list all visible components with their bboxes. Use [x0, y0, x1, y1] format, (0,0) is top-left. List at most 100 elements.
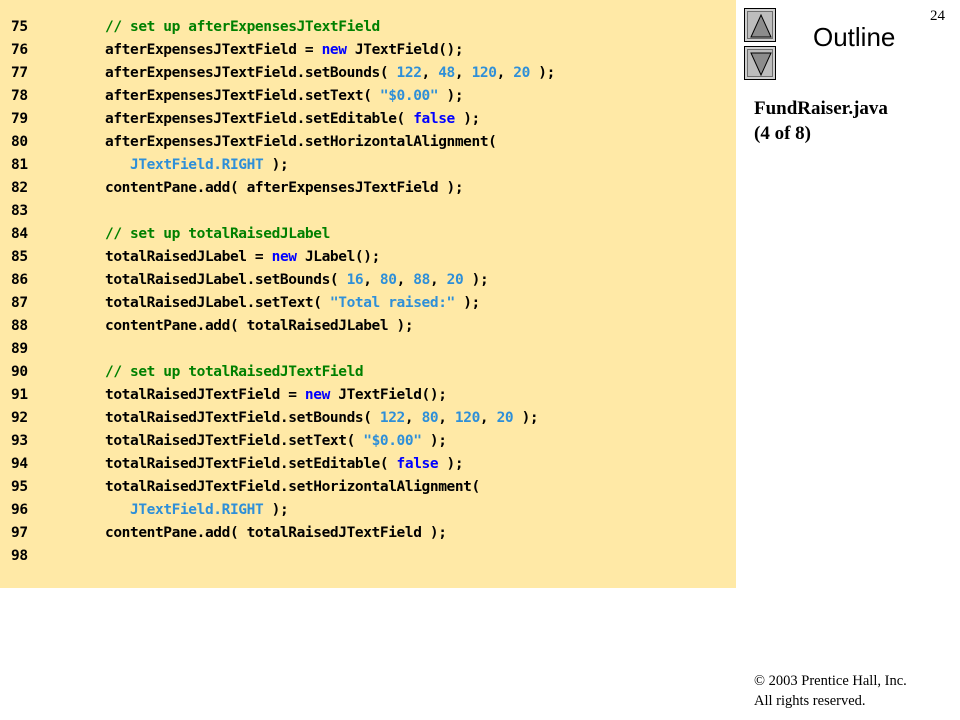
- code-text: contentPane.add( totalRaisedJTextField )…: [105, 522, 447, 545]
- code-token: afterExpensesJTextField =: [105, 42, 322, 58]
- code-token: ,: [496, 65, 514, 81]
- code-token: afterExpensesJTextField.setHorizontalAli…: [105, 134, 497, 150]
- code-token: totalRaisedJTextField.setEditable(: [105, 456, 397, 472]
- code-token: JTextField.RIGHT: [130, 502, 264, 518]
- code-token: contentPane.add( afterExpensesJTextField…: [105, 180, 464, 196]
- code-text: afterExpensesJTextField = new JTextField…: [105, 39, 464, 62]
- line-number: 75: [11, 19, 28, 35]
- code-token: );: [263, 502, 289, 518]
- code-text: // set up totalRaisedJTextField: [105, 361, 364, 384]
- line-number: 97: [11, 525, 28, 541]
- code-text: totalRaisedJTextField.setHorizontalAlign…: [105, 476, 480, 499]
- code-token: totalRaisedJTextField.setText(: [105, 433, 364, 449]
- code-token: // set up afterExpensesJTextField: [105, 19, 380, 35]
- previous-slide-button[interactable]: [744, 8, 776, 42]
- line-number: 78: [11, 88, 28, 104]
- line-number: 90: [11, 364, 28, 380]
- code-text: contentPane.add( afterExpensesJTextField…: [105, 177, 464, 200]
- line-number: 94: [11, 456, 28, 472]
- code-token: contentPane.add( totalRaisedJTextField )…: [105, 525, 447, 541]
- code-token: new: [271, 249, 297, 265]
- code-token: );: [438, 456, 464, 472]
- code-token: 20: [446, 272, 464, 288]
- code-token: 20: [496, 410, 514, 426]
- code-token: afterExpensesJTextField.setText(: [105, 88, 380, 104]
- code-text: totalRaisedJTextField = new JTextField()…: [105, 384, 447, 407]
- code-text: // set up afterExpensesJTextField: [105, 16, 380, 39]
- line-number: 92: [11, 410, 28, 426]
- code-token: 122: [379, 410, 405, 426]
- code-token: totalRaisedJTextField.setHorizontalAlign…: [105, 479, 480, 495]
- code-token: );: [421, 433, 447, 449]
- line-number: 79: [11, 111, 28, 127]
- code-token: // set up totalRaisedJTextField: [105, 364, 364, 380]
- slide-number: 24: [930, 8, 945, 24]
- code-token: 80: [421, 410, 439, 426]
- code-token: 120: [471, 65, 497, 81]
- code-token: );: [513, 410, 539, 426]
- code-text: JTextField.RIGHT );: [105, 499, 289, 522]
- next-slide-button[interactable]: [744, 46, 776, 80]
- line-number: 82: [11, 180, 28, 196]
- code-token: 16: [346, 272, 364, 288]
- code-token: afterExpensesJTextField.setBounds(: [105, 65, 397, 81]
- code-token: JLabel();: [296, 249, 380, 265]
- line-number: 83: [11, 203, 28, 219]
- code-token: );: [454, 111, 480, 127]
- code-token: 88: [413, 272, 430, 288]
- code-token: );: [529, 65, 555, 81]
- code-token: false: [396, 456, 439, 472]
- line-number: 86: [11, 272, 28, 288]
- code-token: totalRaisedJLabel =: [105, 249, 272, 265]
- code-token: ,: [438, 410, 455, 426]
- line-number: 87: [11, 295, 28, 311]
- outline-title: Outline: [813, 22, 896, 52]
- line-number: 93: [11, 433, 28, 449]
- code-token: "$0.00": [379, 88, 439, 104]
- code-token: JTextField();: [346, 42, 464, 58]
- code-token: totalRaisedJLabel.setBounds(: [105, 272, 347, 288]
- code-token: "$0.00": [363, 433, 422, 449]
- down-arrow-icon: [750, 52, 772, 76]
- code-token: ,: [396, 272, 414, 288]
- line-number: 76: [11, 42, 28, 58]
- code-listing-panel: 75 // set up afterExpensesJTextField 76 aft…: [0, 0, 736, 588]
- code-token: JTextField.RIGHT: [130, 157, 264, 173]
- code-text: afterExpensesJTextField.setBounds( 122, …: [105, 62, 555, 85]
- file-name-caption: FundRaiser.java: [754, 98, 888, 119]
- code-token: );: [463, 272, 489, 288]
- code-token: 80: [379, 272, 397, 288]
- code-token: ,: [421, 65, 439, 81]
- code-text: // set up totalRaisedJLabel: [105, 223, 330, 246]
- code-text: afterExpensesJTextField.setText( "$0.00"…: [105, 85, 464, 108]
- code-token: ,: [454, 65, 472, 81]
- page-of-caption: (4 of 8): [754, 123, 811, 144]
- code-text: totalRaisedJLabel.setText( "Total raised…: [105, 292, 480, 315]
- code-token: ,: [363, 272, 380, 288]
- code-token: 122: [396, 65, 422, 81]
- code-text: totalRaisedJLabel = new JLabel();: [105, 246, 380, 269]
- code-text: afterExpensesJTextField.setHorizontalAli…: [105, 131, 497, 154]
- code-token: new: [321, 42, 347, 58]
- code-text: totalRaisedJLabel.setBounds( 16, 80, 88,…: [105, 269, 489, 292]
- code-token: [105, 157, 130, 173]
- code-text: contentPane.add( totalRaisedJLabel );: [105, 315, 414, 338]
- line-number: 89: [11, 341, 28, 357]
- line-number: 98: [11, 548, 28, 564]
- code-token: JTextField();: [329, 387, 447, 403]
- code-text: afterExpensesJTextField.setEditable( fal…: [105, 108, 480, 131]
- copyright-notice: © 2003 Prentice Hall, Inc.: [754, 673, 907, 689]
- code-text: totalRaisedJTextField.setEditable( false…: [105, 453, 464, 476]
- code-text: totalRaisedJTextField.setText( "$0.00" )…: [105, 430, 447, 453]
- code-text: totalRaisedJTextField.setBounds( 122, 80…: [105, 407, 539, 430]
- rights-notice: All rights reserved.: [754, 693, 866, 709]
- code-token: contentPane.add( totalRaisedJLabel );: [105, 318, 414, 334]
- line-number: 77: [11, 65, 28, 81]
- line-number: 88: [11, 318, 28, 334]
- code-token: );: [263, 157, 289, 173]
- code-token: );: [454, 295, 480, 311]
- code-token: false: [413, 111, 455, 127]
- up-arrow-icon: [750, 14, 772, 38]
- code-token: 20: [513, 65, 530, 81]
- code-token: // set up totalRaisedJLabel: [105, 226, 330, 242]
